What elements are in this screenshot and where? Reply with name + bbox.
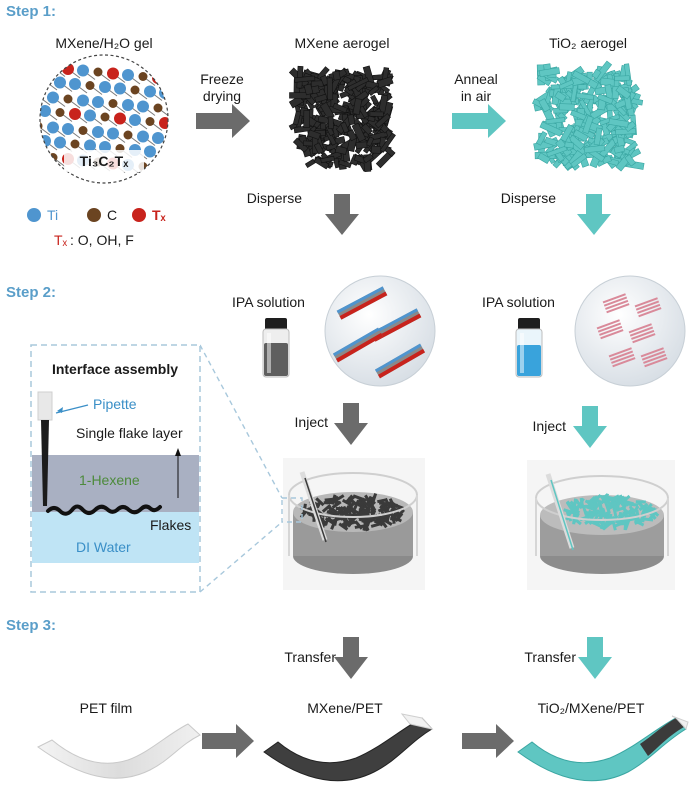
ipa-right-label: IPA solution [482,294,555,310]
disperse-left-arrow-icon [325,194,359,235]
mxene-dispersion-sphere [324,275,436,387]
ipa-left-label: IPA solution [232,294,305,310]
tx-prefix: Tₓ [54,232,68,248]
formula-label: Ti₃C₂Tₓ [80,153,130,169]
tio2-aerogel-cube [532,60,645,172]
freeze-arrow-icon [196,104,250,138]
freeze-label-2: drying [203,88,241,104]
tx-definition: : O, OH, F [70,232,134,248]
legend-c: C [107,207,117,223]
pipette-label: Pipette [93,396,137,412]
atom-legend: Ti C Tₓ Tₓ : O, OH, F [27,207,167,248]
transfer-right-arrow-icon [578,637,612,679]
pet-film-label: PET film [80,700,133,716]
mxene-aerogel-cube [288,65,396,172]
disperse-right-arrow-icon [577,194,611,235]
tio2-mxene-pet-film [517,715,689,782]
transfer-left-arrow-icon [334,637,368,679]
petri-dish-mxene [283,458,425,590]
inject-right-arrow-icon [573,406,607,448]
tio2-aerogel-label: TiO₂ aerogel [549,35,627,51]
freeze-label-1: Freeze [200,71,244,87]
hexene-label: 1-Hexene [79,472,140,488]
legend-ti: Ti [47,207,58,223]
step-3-label: Step 3: [6,617,56,634]
single-layer-label: Single flake layer [76,425,183,441]
mxene-crystal-structure: Ti₃C₂Tₓ [39,54,169,184]
anneal-label-2: in air [461,88,492,104]
anneal-label-1: Anneal [454,71,498,87]
pipette-icon [37,391,53,421]
transfer-right-label: Transfer [524,649,576,665]
water-layer [32,512,199,563]
legend-tx: Tₓ [152,207,167,223]
mxene-aerogel-label: MXene aerogel [295,35,390,51]
pet-film [37,723,201,779]
inject-left-label: Inject [295,414,329,430]
zoom-guide-lines [199,344,303,593]
water-label: DI Water [76,539,131,555]
ipa-vial-tio2 [515,318,543,378]
disperse-right-label: Disperse [501,190,556,206]
petri-dish-tio2 [527,460,675,590]
mxene-pet-film [263,713,434,782]
gel-title: MXene/H₂O gel [55,35,152,51]
tio2-mxene-pet-label: TiO₂/MXene/PET [538,700,645,716]
hexene-layer [32,455,199,512]
mxene-pet-arrow-icon [462,724,514,758]
c-dot [87,208,101,222]
disperse-left-label: Disperse [247,190,302,206]
tio2-dispersion-sphere [574,275,686,387]
step-1-label: Step 1: [6,3,56,20]
interface-assembly-inset: Interface assembly Pipette Single flake … [30,344,201,593]
pet-arrow-icon [202,724,254,758]
ipa-vial-mxene [262,318,290,378]
inject-left-arrow-icon [334,403,368,445]
transfer-left-label: Transfer [284,649,336,665]
tx-dot [132,208,146,222]
flakes-layer [46,504,162,516]
anneal-arrow-icon [452,104,506,138]
flakes-label: Flakes [150,517,191,533]
step-2-label: Step 2: [6,284,56,301]
inset-title: Interface assembly [52,361,178,377]
inject-right-label: Inject [533,418,567,434]
ti-dot [27,208,41,222]
mxene-pet-label: MXene/PET [307,700,383,716]
